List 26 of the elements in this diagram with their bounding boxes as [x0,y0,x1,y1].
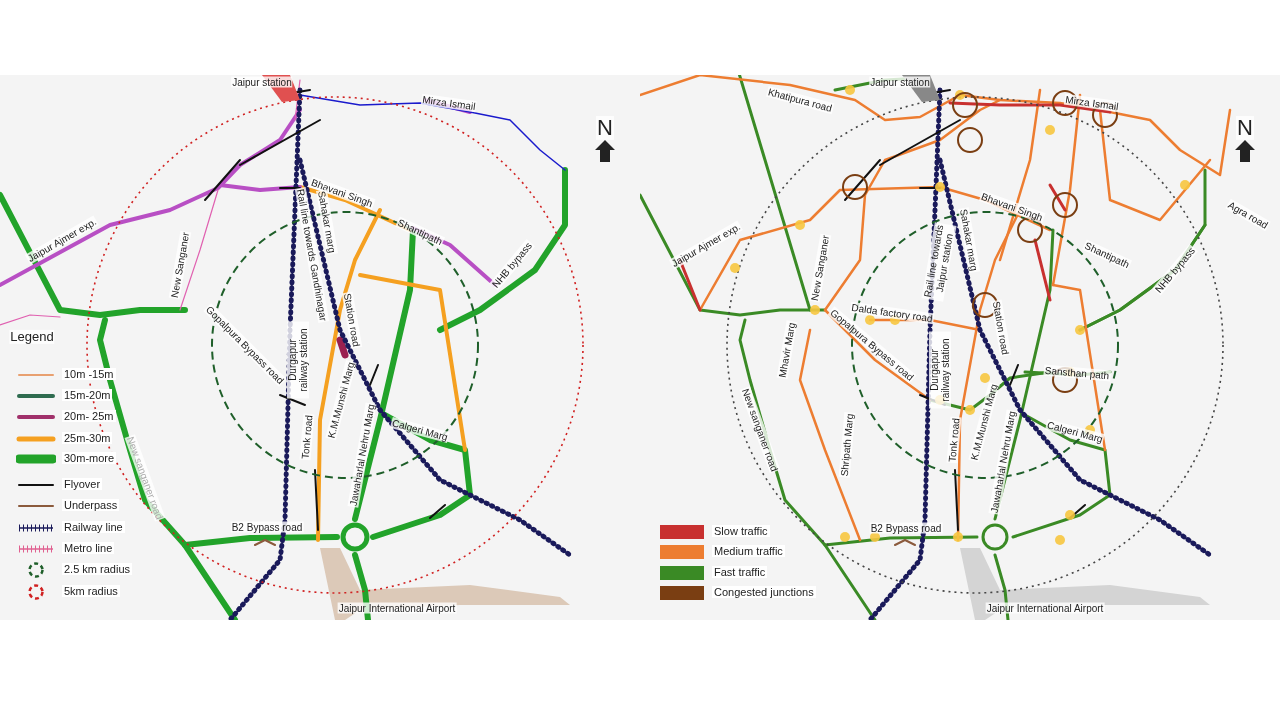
road-label: B2 Bypass road [869,522,943,534]
legend-label: 30m-more [62,452,117,464]
north-letter: N [1236,115,1254,141]
legend-label: Slow traffic [712,525,770,537]
legend-label: Congested junctions [712,586,816,598]
place-label: Jaipur station [231,76,293,88]
place-label: Jaipur International Airport [337,602,457,614]
legend-label: Fast traffic [712,566,768,578]
legend-label: 25m-30m [62,432,113,444]
place-label: Jaipur station [869,76,931,88]
place-label: Durgapur railway station [287,321,309,399]
legend-label: 5km radius [62,585,120,597]
road-label: B2 Bypass road [230,521,304,533]
legend-label: Metro line [62,542,115,554]
legend-label: 20m- 25m [62,410,116,422]
legend-label: Flyover [62,478,103,490]
legend-label: Medium traffic [712,545,785,557]
legend-label: 15m-20m [62,389,113,401]
legend-label: Railway line [62,521,125,533]
legend-label: Underpass [62,499,120,511]
legend-label: 10m -15m [62,368,116,380]
place-label: Jaipur International Airport [985,602,1105,614]
legend-label: 2.5 km radius [62,563,133,575]
north-letter: N [596,115,614,141]
legend-heading: Legend [9,329,55,345]
place-label: Durgapur railway station [929,331,951,409]
